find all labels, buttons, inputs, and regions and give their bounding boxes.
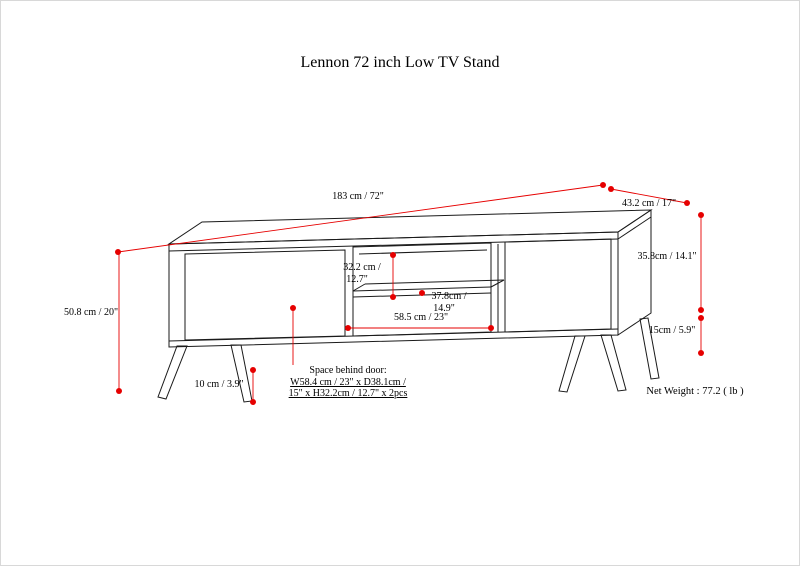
dimension-dot <box>684 200 690 206</box>
space-note-heading: Space behind door: <box>309 365 387 376</box>
dimension-dot <box>488 325 494 331</box>
leg-left-inner <box>230 344 253 403</box>
dimension-dot <box>698 315 704 321</box>
tv-stand-drawing <box>157 209 660 403</box>
dimension-lines <box>117 184 702 402</box>
dimension-dot <box>250 367 256 373</box>
leg-back-right <box>639 317 660 380</box>
space-behind-door-note: Space behind door: W58.4 cm / 23" x D38.… <box>289 365 408 400</box>
leg-front-left <box>157 345 188 400</box>
dimension-dot <box>390 252 396 258</box>
dim-label-leg-height-left: 10 cm / 3.9" <box>194 379 244 390</box>
shelf-front-top-edge <box>352 286 492 292</box>
dim-label-opening-height-line1: 32.2 cm / <box>343 262 381 273</box>
dim-label-cabinet-height: 35.8cm / 14.1" <box>637 251 697 262</box>
inside-top-edge <box>358 249 488 255</box>
dim-line-overall-depth <box>610 188 688 204</box>
dim-label-overall-height: 50.8 cm / 20" <box>63 307 119 318</box>
top-slab-side-edge <box>617 216 652 240</box>
dimension-dot <box>608 186 614 192</box>
dimension-dot <box>698 212 704 218</box>
dim-label-opening-height-line2: 12.7" <box>346 274 368 285</box>
dimension-dot <box>250 399 256 405</box>
leg-right-inner <box>558 335 586 393</box>
dim-label-overall-width: 183 cm / 72" <box>332 191 384 202</box>
middle-opening <box>352 242 492 337</box>
dimension-dots <box>115 182 704 405</box>
dimension-dot <box>698 350 704 356</box>
dimension-dot <box>419 290 425 296</box>
page-title: Lennon 72 inch Low TV Stand <box>300 54 500 71</box>
dimension-dot <box>390 294 396 300</box>
dim-label-shelf-clearance-line2: 14.9" <box>433 303 455 314</box>
right-door <box>504 238 612 333</box>
net-weight-label: Net Weight : 77.2 ( lb ) <box>646 386 744 397</box>
space-note-line1: W58.4 cm / 23" x D38.1cm / <box>290 376 406 388</box>
dimension-dot <box>116 388 122 394</box>
dimension-dot <box>115 249 121 255</box>
dim-label-leg-height-right: 15cm / 5.9" <box>648 325 696 336</box>
left-door <box>184 249 346 341</box>
top-face <box>167 209 653 245</box>
dim-label-overall-depth: 43.2 cm / 17" <box>621 198 677 209</box>
dim-line-overall-width <box>117 184 604 253</box>
shelf-back-edge <box>364 279 505 285</box>
dim-label-shelf-clearance-line1: 37.8cm / <box>431 291 467 302</box>
dimension-dot <box>698 307 704 313</box>
dimension-dot <box>290 305 296 311</box>
dimension-dot <box>600 182 606 188</box>
leg-front-right <box>600 334 627 392</box>
shelf-depth-left-edge <box>352 283 366 292</box>
right-side-face <box>617 209 652 336</box>
space-note-line2: 15" x H32.2cm / 12.7" x 2pcs <box>288 388 408 399</box>
dimension-dot <box>345 325 351 331</box>
dim-label-opening-width: 58.5 cm / 23" <box>393 312 449 323</box>
